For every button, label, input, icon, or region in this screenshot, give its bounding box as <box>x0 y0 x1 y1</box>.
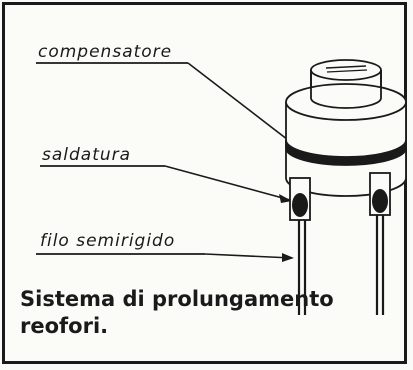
leader-filo <box>204 253 293 259</box>
leader-saldatura <box>164 165 291 201</box>
screw-slot <box>325 65 367 69</box>
compensator-body <box>285 70 407 197</box>
figure-caption: Sistema di prolungamento reofori. <box>20 286 400 340</box>
left-lead <box>289 177 311 315</box>
arrowhead-filo <box>282 253 294 262</box>
right-lead <box>369 172 391 315</box>
arrowhead-saldatura <box>279 194 292 203</box>
left-solder-blob <box>292 193 308 217</box>
label-compensatore: compensatore <box>38 42 172 62</box>
label-saldatura: saldatura <box>42 145 131 165</box>
caption-line-2: reofori. <box>20 314 109 338</box>
right-solder-blob <box>372 189 388 213</box>
caption-line-1: Sistema di prolungamento <box>20 287 334 311</box>
label-filo-semirigido: filo semirigido <box>40 231 175 251</box>
